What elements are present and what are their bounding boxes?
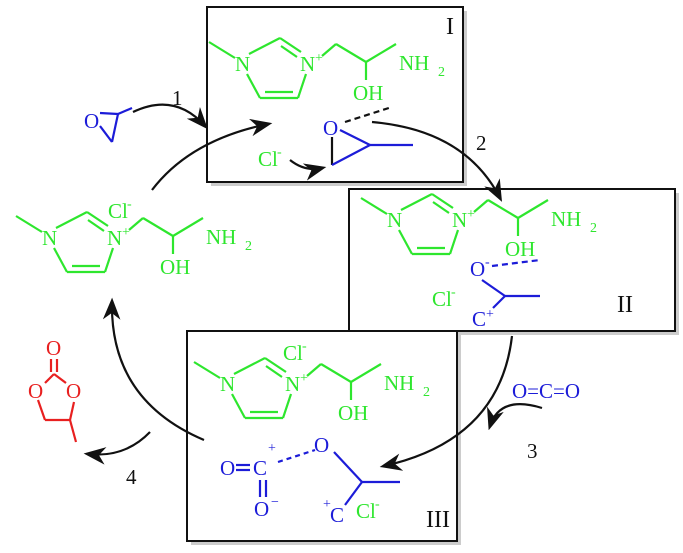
svg-text:N: N [235,52,250,76]
svg-text:OH: OH [353,81,383,105]
svg-text:N: N [42,226,57,250]
chloride: Cl [108,199,128,223]
intermediate-box-I: I [206,6,467,186]
svg-text:O: O [28,379,43,403]
cycle-arrows [83,103,543,471]
svg-text:O: O [66,379,81,403]
step-3-label: 3 [527,439,538,463]
svg-text:OH: OH [338,401,368,425]
arrow-to-II [371,120,503,202]
step-4-label: 4 [126,465,137,489]
intermediate-box-III: III [186,330,461,545]
svg-text:Cl: Cl [432,287,452,311]
arrow-step-1 [132,103,208,130]
svg-text:2: 2 [245,239,252,254]
svg-text:O: O [46,336,61,360]
step-1-label: 1 [172,86,183,110]
arrow-to-I [151,118,273,191]
svg-text:-: - [375,497,380,512]
svg-text:O: O [254,497,269,521]
svg-text:+: + [467,207,475,222]
cyclic-carbonate-product: O O O [28,336,81,443]
box-label-III: III [426,507,450,533]
svg-text:N: N [285,372,300,396]
cation-III: N N + NH 2 OH Cl- [192,339,430,425]
carbon-dioxide: O=C=O [512,379,580,403]
svg-text:Cl: Cl [258,147,278,171]
svg-text:C: C [330,503,344,527]
svg-text:2: 2 [423,385,430,400]
svg-text:Cl: Cl [283,341,303,365]
arrow-to-III [379,335,514,471]
svg-text:+: + [268,441,276,456]
svg-text:N: N [452,208,467,232]
svg-text:OH: OH [160,255,190,279]
epoxide-reactant: O [84,106,133,143]
svg-text:+: + [486,307,494,322]
svg-text:-: - [302,339,307,354]
svg-text:+: + [300,371,308,386]
svg-text:NH: NH [551,207,581,231]
svg-text:-: - [451,285,456,300]
svg-text:-: - [485,255,490,270]
svg-text:O: O [84,109,99,133]
step-2-label: 2 [476,131,487,155]
arrow-step-3 [487,403,543,431]
svg-text:N: N [107,226,122,250]
svg-text:OH: OH [505,237,535,261]
cation-I: N N + NH 2 OH [207,36,445,105]
svg-text:O: O [314,433,329,457]
carbonate-intermediate-III: O C+ O O− C+ Cl- [220,433,400,527]
svg-text:+: + [122,225,130,240]
svg-text:−: − [271,495,279,510]
svg-text:+: + [315,51,323,66]
svg-text:O: O [323,116,338,140]
svg-text:O: O [220,456,235,480]
svg-text:C: C [253,456,267,480]
svg-text:C: C [472,307,486,331]
svg-text:+: + [323,497,331,512]
svg-text:N: N [220,372,235,396]
svg-text:O: O [470,257,485,281]
svg-text:N: N [387,208,402,232]
alkoxide-II: O- C+ Cl- [432,255,541,331]
epoxide-I: O Cl- [258,105,413,181]
arrow-to-catalyst [102,297,205,442]
svg-text:-: - [127,197,132,212]
cation-II: N N + NH 2 OH [359,192,597,261]
svg-text:-: - [277,145,282,160]
box-label-II: II [617,292,633,318]
box-label-I: I [446,14,454,40]
svg-text:2: 2 [438,65,445,80]
svg-text:NH: NH [206,225,236,249]
svg-text:2: 2 [590,221,597,236]
svg-text:NH: NH [399,51,429,75]
svg-text:N: N [300,52,315,76]
catalyst-cation: N N + NH 2 OH Cl- [14,197,252,279]
arrow-step-4 [83,431,151,465]
svg-text:NH: NH [384,371,414,395]
svg-text:Cl: Cl [356,499,376,523]
